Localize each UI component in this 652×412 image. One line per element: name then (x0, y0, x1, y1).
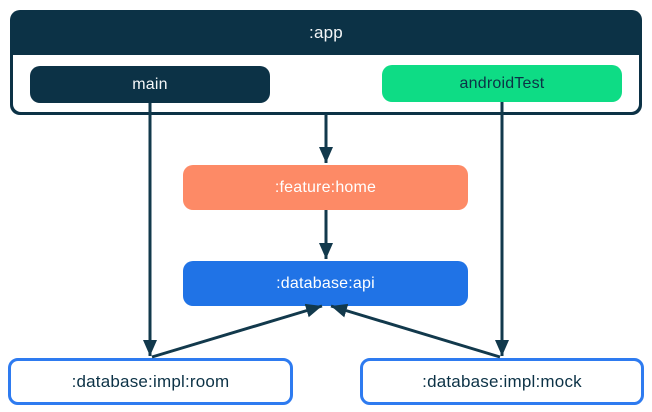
edge-database-impl-room-to-database-api (151, 303, 323, 359)
node-database-api: :database:api (183, 261, 468, 306)
node-feature-home: :feature:home (183, 165, 468, 210)
edge-database-impl-mock-to-database-api (330, 303, 501, 359)
node-main-label: main (132, 75, 168, 93)
node-database-impl-room: :database:impl:room (8, 358, 293, 405)
node-androidtest: androidTest (382, 65, 622, 102)
node-main: main (30, 66, 270, 103)
node-feature-home-label: :feature:home (274, 178, 377, 196)
node-database-impl-mock-label: :database:impl:mock (422, 371, 582, 391)
node-app-label: :app (309, 22, 343, 42)
node-androidtest-label: androidTest (459, 74, 545, 92)
node-database-impl-mock: :database:impl:mock (360, 358, 644, 405)
node-database-api-label: :database:api (276, 274, 375, 292)
node-database-impl-room-label: :database:impl:room (71, 371, 230, 391)
